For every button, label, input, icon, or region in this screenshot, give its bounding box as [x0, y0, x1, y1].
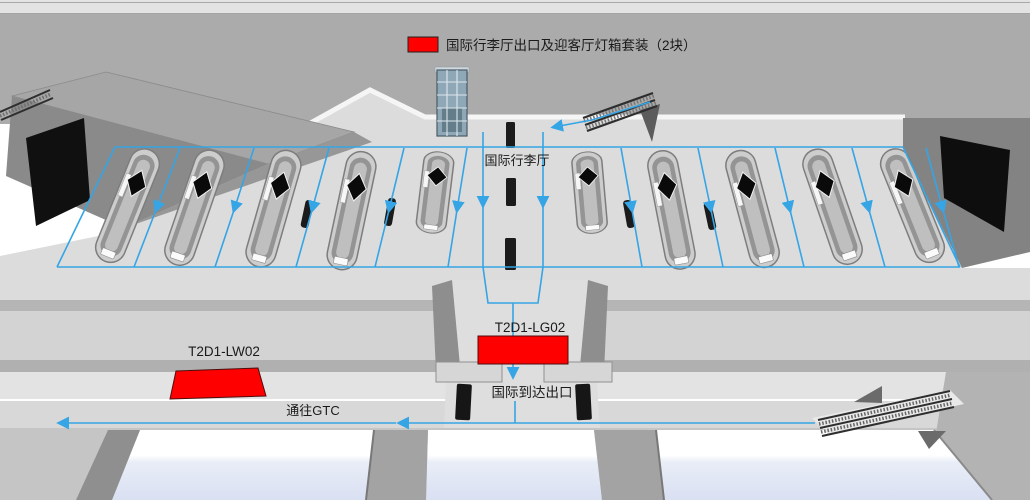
lightbox-t2d1-lg02 [477, 335, 569, 365]
lightbox-lg02-label: T2D1-LG02 [495, 320, 566, 335]
escalator-left-edge [0, 89, 54, 121]
escalator-bottom-right [812, 386, 964, 449]
lane-arrow [447, 147, 468, 268]
lane-arrow [214, 147, 255, 268]
labels: 国际行李厅 T2D1-LG02 T2D1-LW02 国际到达出口 通往GTC [188, 153, 572, 418]
legend-label: 国际行李厅出口及迎客厅灯箱套装（2块） [446, 37, 697, 53]
window-panel [26, 118, 90, 226]
exit-pillar [575, 383, 592, 421]
glass-elevator [434, 66, 470, 137]
lightbox-t2d1-lw02 [169, 367, 267, 400]
window-panel [940, 136, 1010, 232]
lane-arrow [851, 147, 886, 268]
lane-arrow [295, 147, 330, 268]
legend-swatch [407, 36, 439, 53]
to-gtc-label: 通往GTC [286, 403, 339, 418]
legend: 国际行李厅出口及迎客厅灯箱套装（2块） [407, 36, 697, 53]
baggage-hall-label: 国际行李厅 [484, 153, 549, 168]
lane-arrow [133, 147, 181, 268]
lane-arrow [925, 147, 960, 268]
hall-boundary [56, 146, 961, 268]
lane-arrow [374, 147, 405, 268]
right-wall [903, 118, 1030, 268]
lane-arrow [697, 147, 724, 268]
lightbox-lw02-label: T2D1-LW02 [188, 344, 260, 359]
lightboxes [169, 335, 569, 400]
exit-pillar [455, 383, 472, 421]
arrival-exit-label: 国际到达出口 [492, 385, 573, 400]
passenger-flow-routes [56, 101, 961, 430]
lane-arrow [620, 147, 643, 268]
lane-arrow [774, 147, 805, 268]
escalator-entry-arrow [550, 101, 651, 132]
floor-voids [76, 429, 993, 500]
baggage-carousel [570, 149, 609, 236]
